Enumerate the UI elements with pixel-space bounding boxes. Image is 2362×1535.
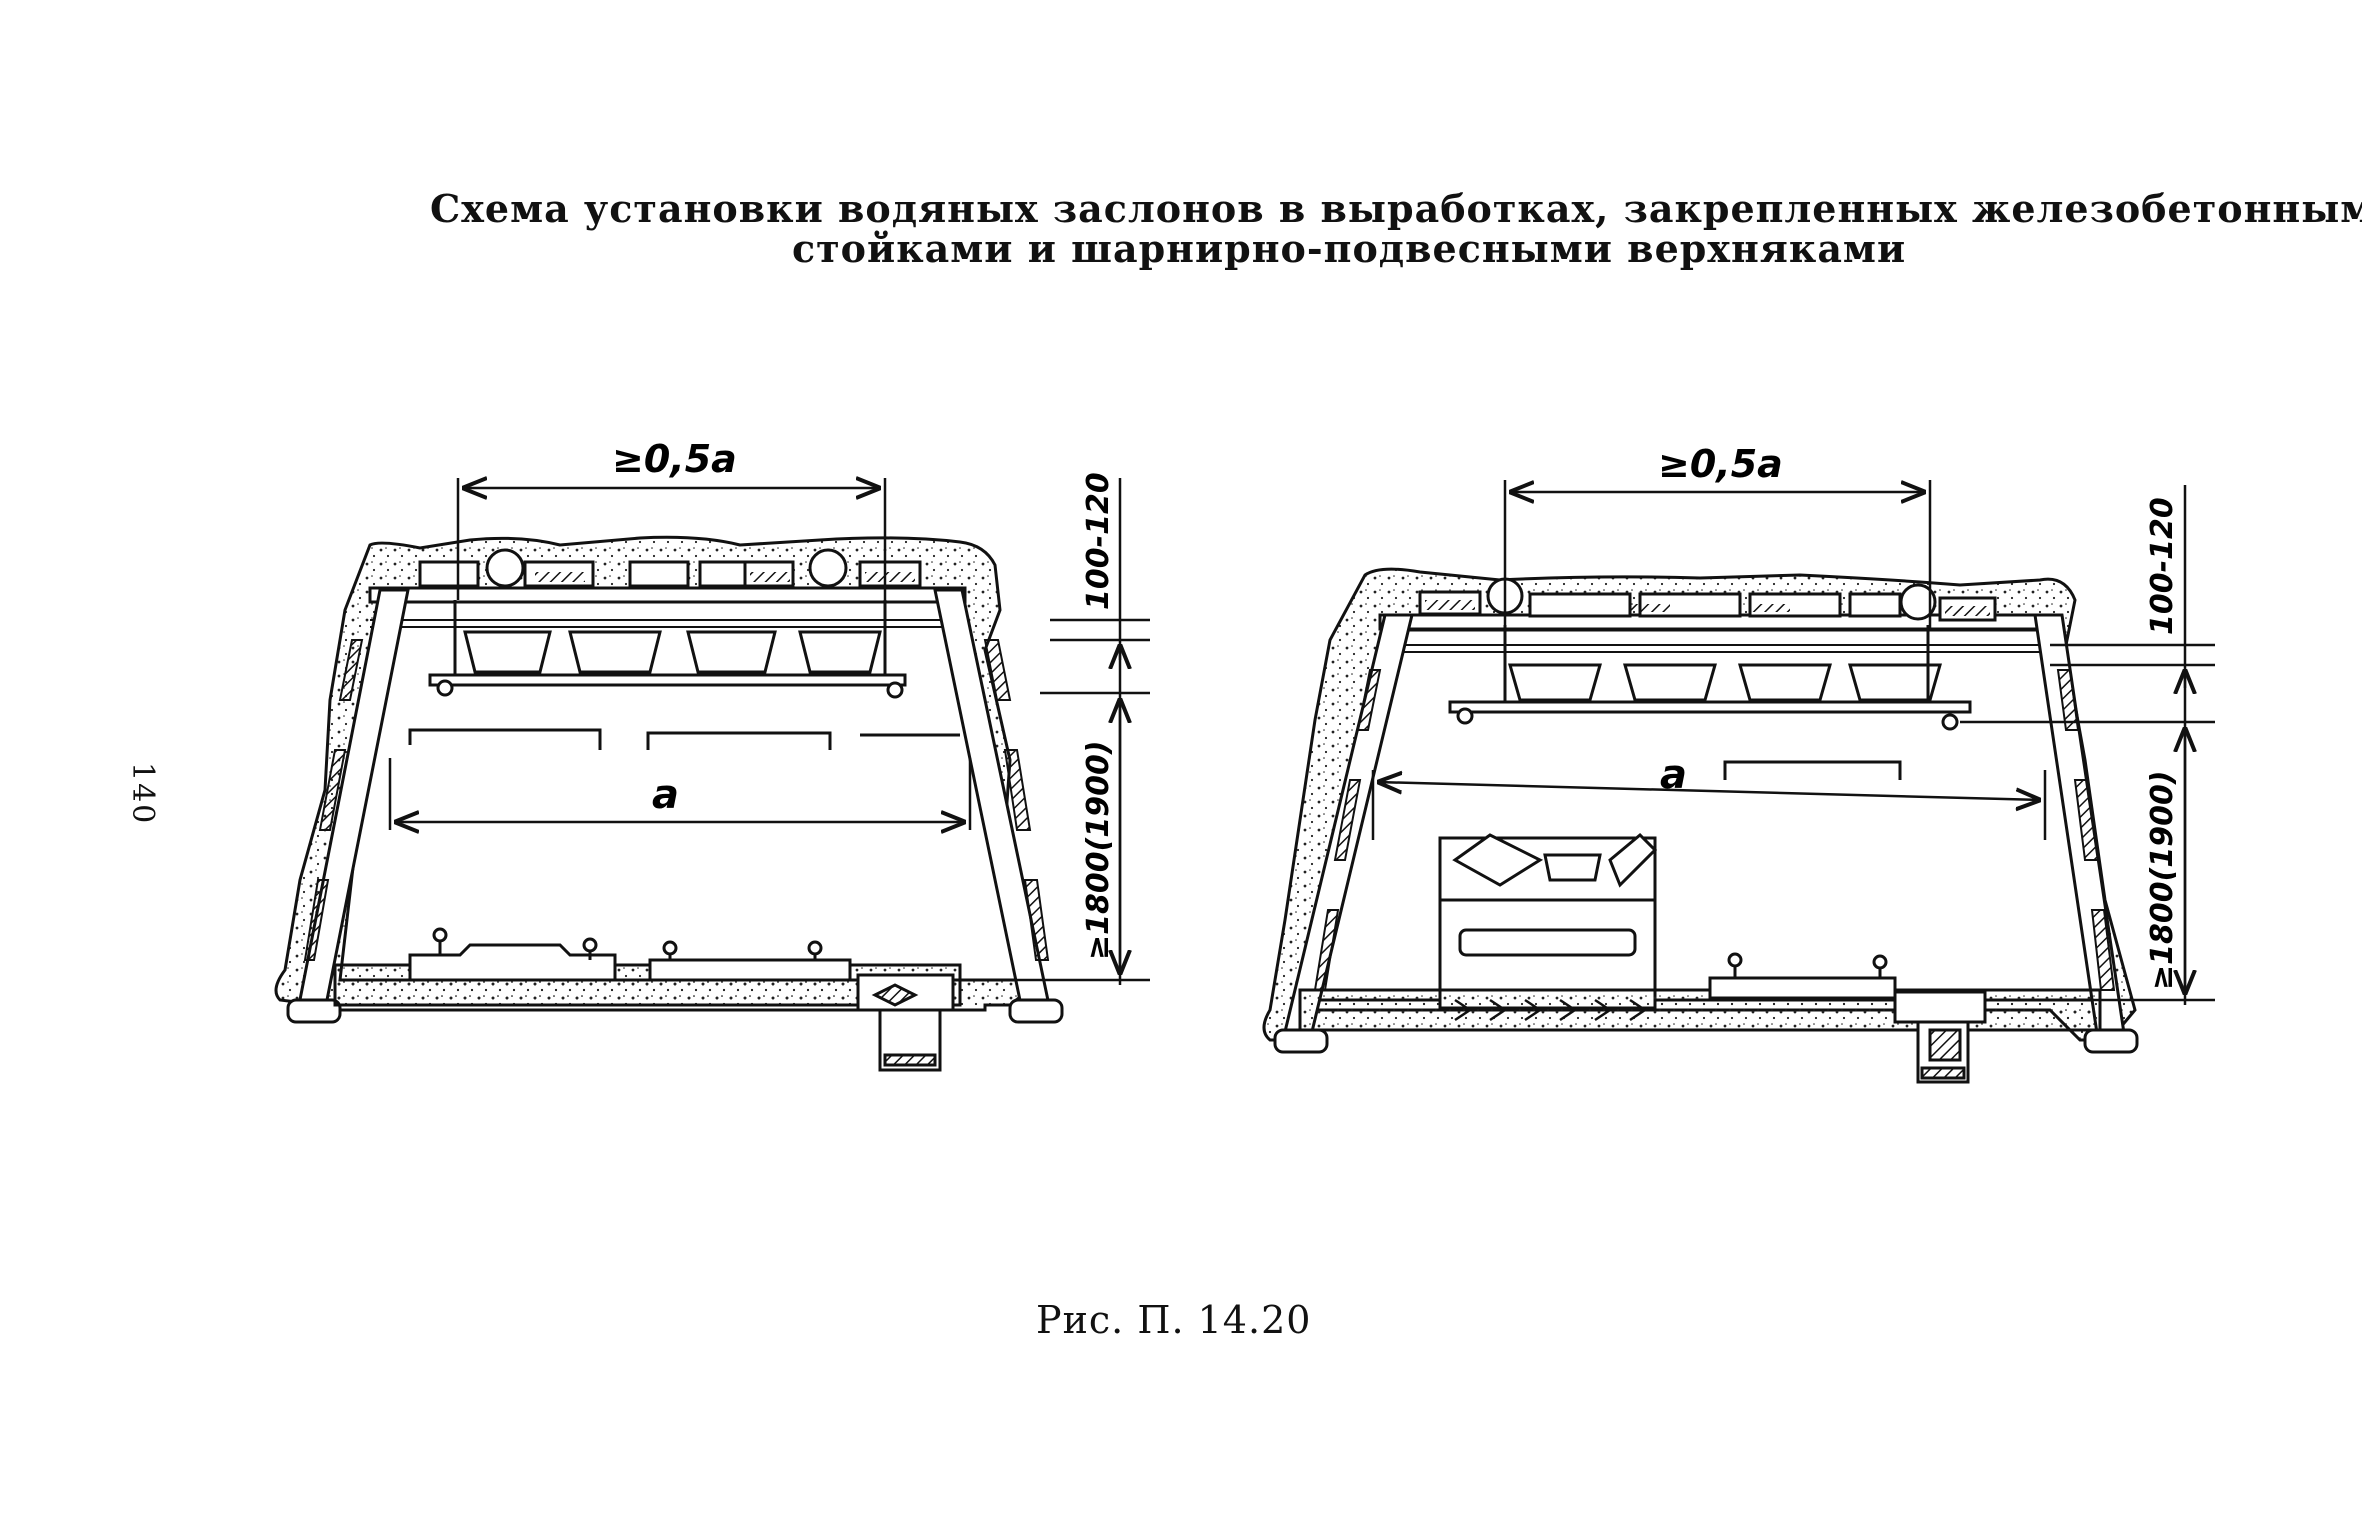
left-top-gap-label: 100-120: [1081, 472, 1116, 610]
left-opening: [338, 588, 1027, 982]
left-dim-spacing: [456, 478, 887, 600]
left-rails: [408, 927, 852, 982]
left-drain: [856, 973, 955, 1072]
left-width-label: a: [652, 772, 679, 818]
right-trough-shelf: [1448, 700, 1972, 714]
left-dim-vertical: [960, 478, 1150, 985]
left-dim-width: [388, 758, 972, 830]
left-height-label: ≥1800(1900): [1081, 740, 1116, 960]
right-width-label: a: [1660, 752, 1687, 798]
left-cable-brackets: [408, 728, 960, 750]
left-diagram: ≥0,5a a 100-120 ≥1800(1900): [274, 437, 1150, 1072]
right-water-troughs: [1508, 663, 1942, 702]
right-drain: [1893, 990, 1987, 1084]
left-water-troughs: [463, 630, 882, 674]
right-top-gap-label: 100-120: [2145, 497, 2180, 635]
figure-caption: Рис. П. 14.20: [1036, 1298, 1312, 1342]
right-height-label: ≥1800(1900): [2145, 770, 2180, 990]
right-dim-width: [1371, 770, 2047, 840]
right-dim-spacing: [1503, 480, 1932, 630]
left-roof-beam: [368, 586, 967, 604]
title-line-2: стойками и шарнирно-подвесными верхнякам…: [792, 226, 1907, 271]
left-trough-shelf: [428, 673, 907, 687]
left-hanger-icons: [485, 548, 848, 588]
right-conveyor: [1438, 832, 1658, 1010]
right-rail: [1708, 952, 1897, 1000]
right-dim-vertical: [1960, 485, 2215, 1005]
title-line-1: Схема установки водяных заслонов в выраб…: [430, 186, 2362, 231]
left-spacing-label: ≥0,5a: [612, 437, 737, 481]
right-diagram: ≥0,5a a 100-120 ≥1800(1900): [1262, 442, 2215, 1084]
right-spacing-label: ≥0,5a: [1658, 442, 1783, 486]
